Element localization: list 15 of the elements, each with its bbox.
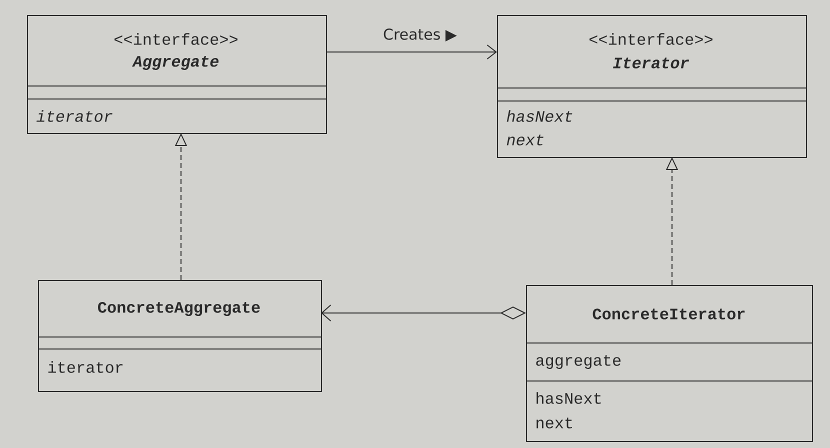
member-name: next xyxy=(506,134,544,146)
edge-label: Creates ▶ xyxy=(384,28,457,42)
member-name: iterator xyxy=(36,110,112,122)
class-name: Iterator xyxy=(613,58,690,68)
class-name: ConcreteAggregate xyxy=(98,302,260,316)
stereotype-label: <<interface>> xyxy=(114,33,238,45)
member-name: hasNext xyxy=(536,392,601,404)
class-name: Aggregate xyxy=(132,56,218,70)
member-name: next xyxy=(536,418,572,428)
member-name: aggregate xyxy=(536,355,621,369)
arrow xyxy=(326,44,497,60)
member-name: hasNext xyxy=(506,110,572,122)
stereotype-label: <<interface>> xyxy=(590,33,712,45)
class-name: ConcreteIterator xyxy=(592,308,745,320)
member-name: iterator xyxy=(48,361,123,373)
